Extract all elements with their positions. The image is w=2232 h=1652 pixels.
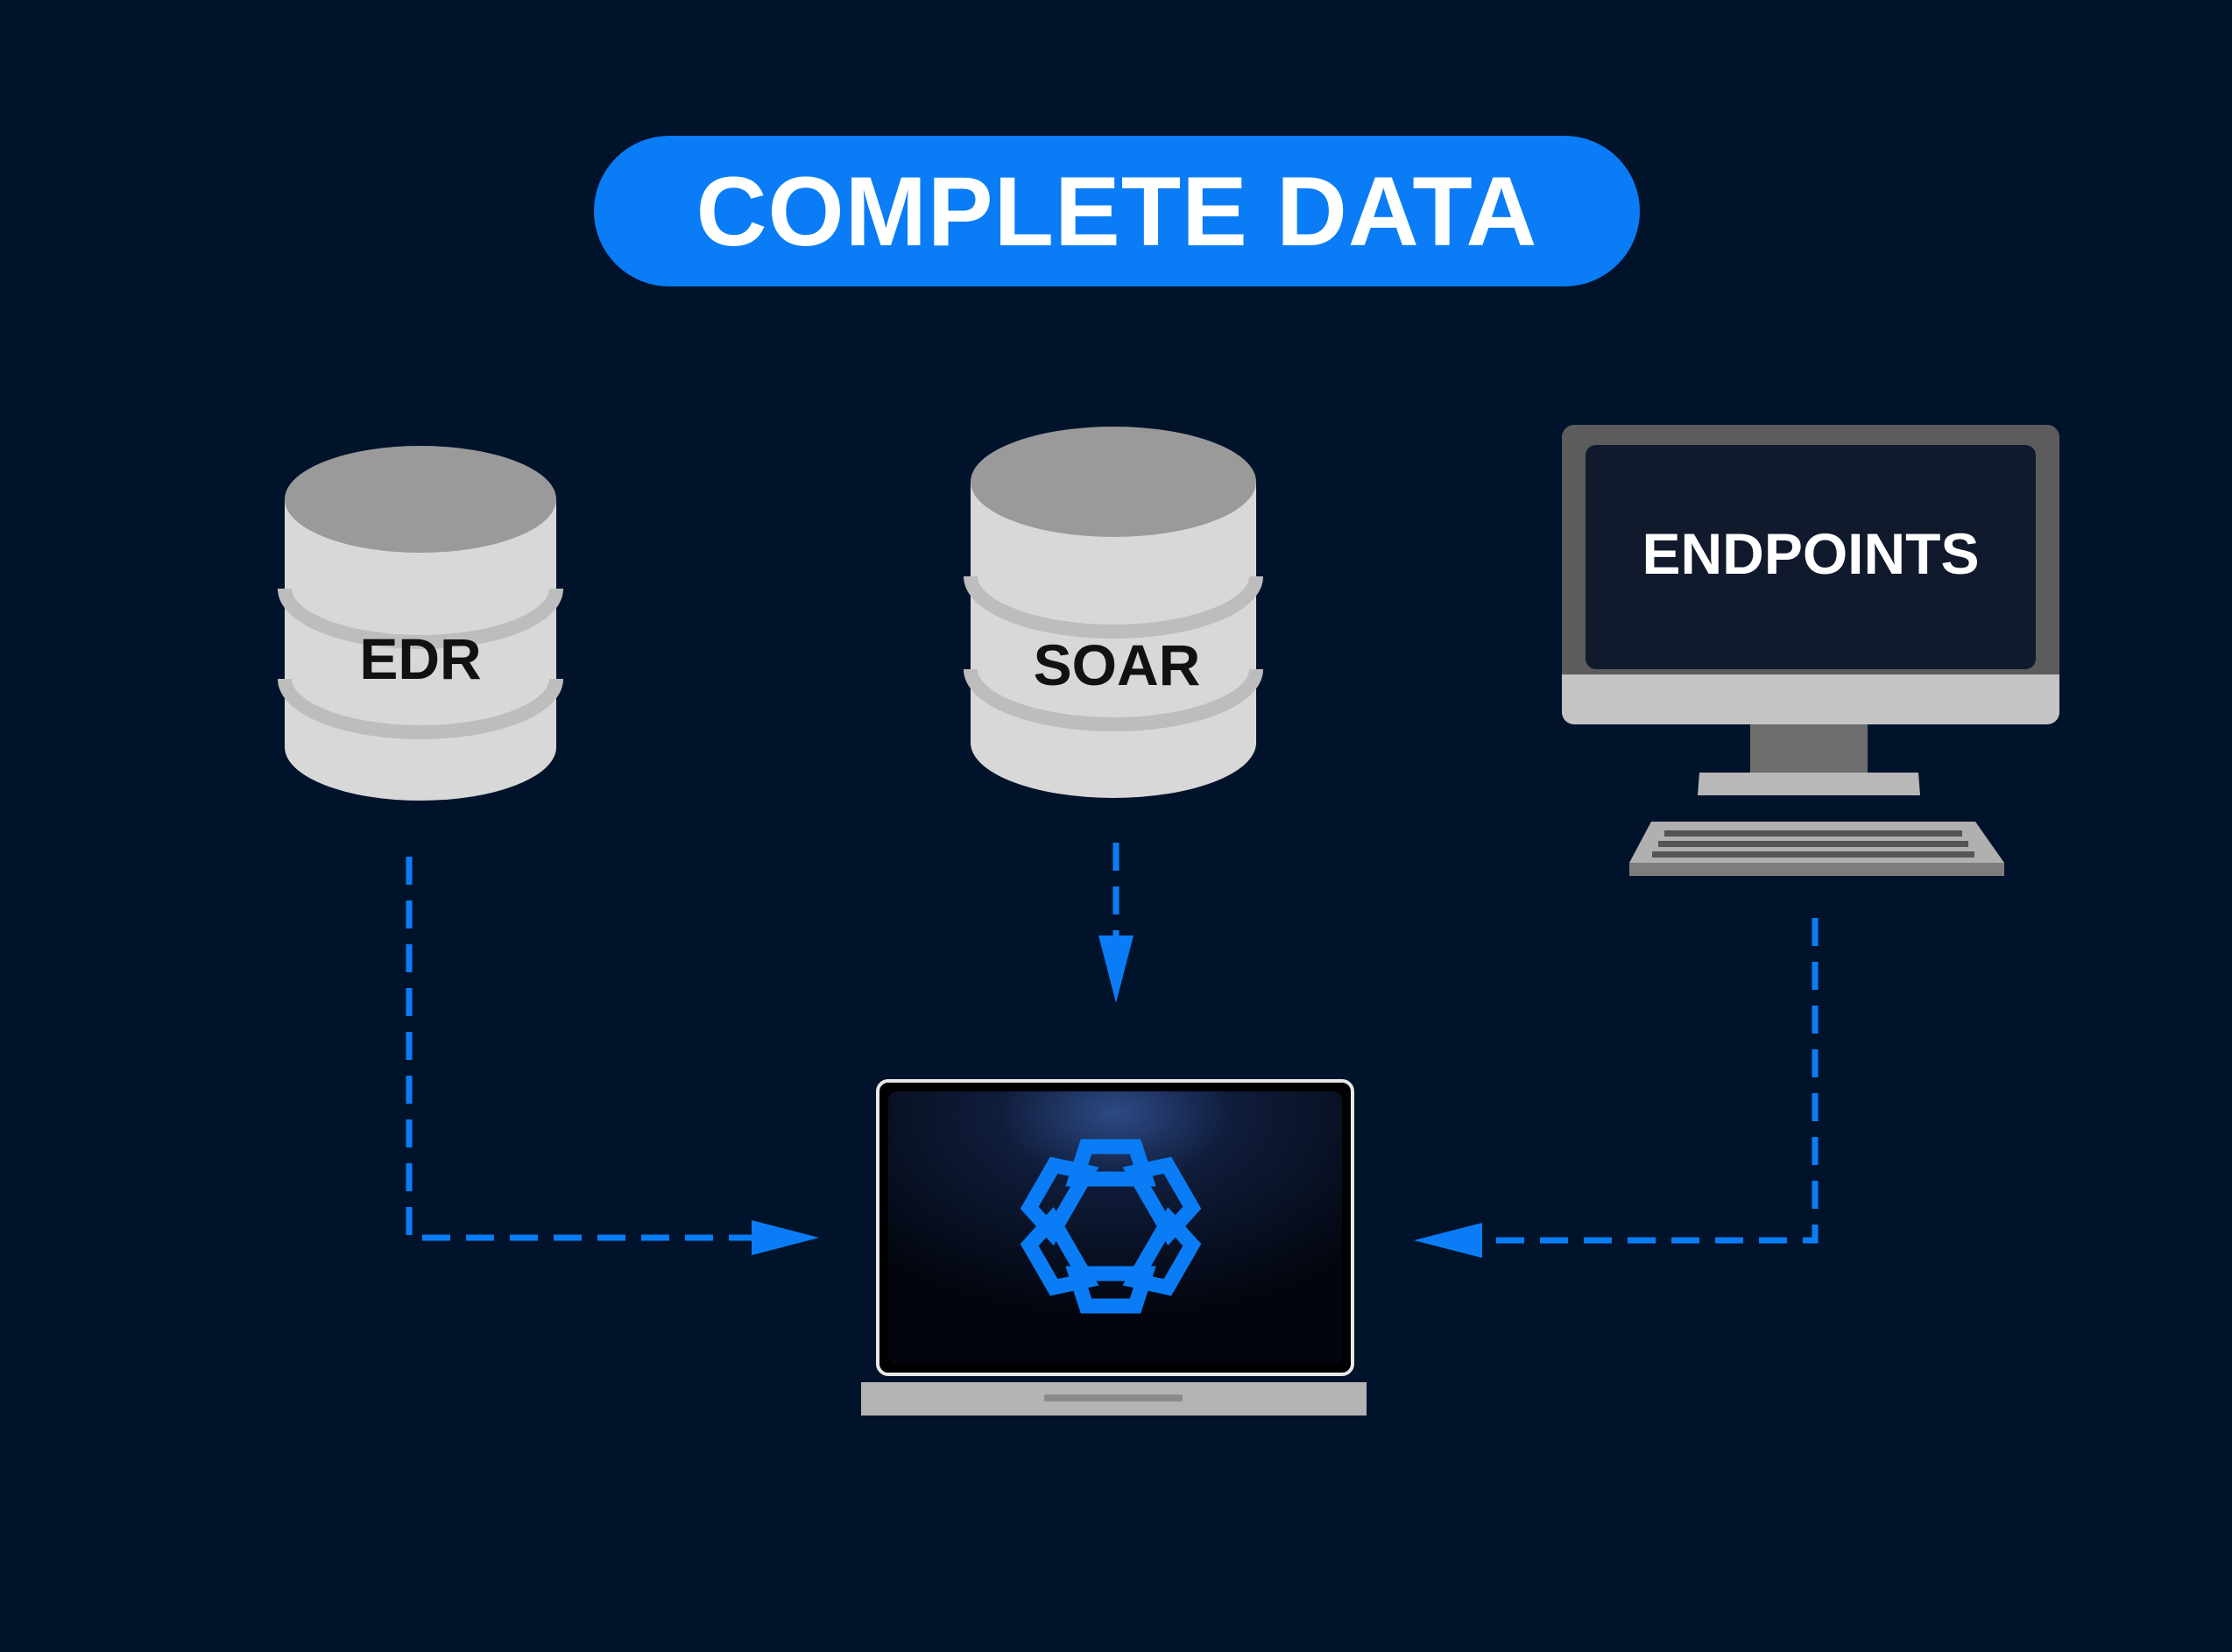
edr-to-laptop-connector (406, 857, 762, 1241)
edr-arrowhead-icon (752, 1220, 819, 1255)
endpoints-arrowhead-icon (1414, 1223, 1482, 1258)
endpoints-computer-icon: ENDPOINTS (1562, 425, 2059, 876)
title-text: COMPLETE DATA (696, 156, 1538, 266)
star-of-life-logo-icon (1020, 1139, 1202, 1314)
soar-label: SOAR (1034, 632, 1201, 697)
edr-database-icon: EDR (278, 446, 563, 801)
endpoints-to-laptop-connector (1473, 918, 1819, 1244)
edr-label: EDR (359, 626, 481, 691)
laptop-icon (861, 1079, 1367, 1415)
soar-arrowhead-icon (1098, 935, 1134, 1003)
title-banner: COMPLETE DATA (594, 136, 1640, 286)
soar-database-icon: SOAR (964, 427, 1263, 798)
endpoints-label: ENDPOINTS (1642, 521, 1979, 586)
